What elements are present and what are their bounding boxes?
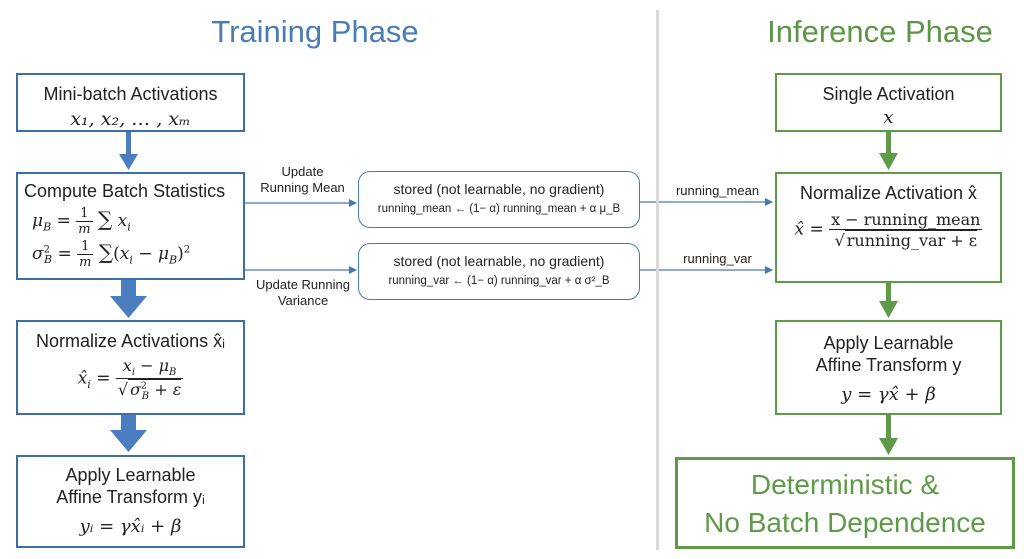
running-var-update-formula: running_var ← (1− α) running_var + α σ²_… <box>388 275 610 287</box>
inference-affine-heading-line1: Apply Learnable <box>823 333 954 353</box>
inference-affine-formula: y = γx̂ + β <box>841 384 936 405</box>
inference-normalize-denominator: running_var + ε <box>844 230 978 250</box>
running-mean-storage-title: stored (not learnable, no gradient) <box>393 181 605 197</box>
result-line1: Deterministic & <box>750 469 940 500</box>
minibatch-heading: Mini-batch Activations <box>43 84 218 104</box>
update-var-label-line1: Update Running <box>256 277 350 292</box>
minibatch-formula: x₁, x₂, … , xₘ <box>70 108 191 130</box>
arrow-normalize-to-affine <box>110 415 147 452</box>
running-mean-update-formula: running_mean ← (1− α) running_mean + α μ… <box>377 203 621 215</box>
result-box: Deterministic & No Batch Dependence <box>675 457 1015 549</box>
normalize-heading: Normalize Activations x̂ᵢ <box>36 331 225 351</box>
update-mean-label-line1: Update <box>281 164 324 179</box>
result-line2: No Batch Dependence <box>704 507 986 538</box>
training-phase-title: Training Phase <box>211 14 419 49</box>
arrow-normalize-to-affine-inference <box>879 283 898 318</box>
update-var-label-line2: Variance <box>277 293 329 308</box>
inference-normalize-heading: Normalize Activation x̂ <box>799 183 978 203</box>
arrow-stats-to-normalize <box>110 280 147 318</box>
arrow-minibatch-to-stats <box>119 132 138 170</box>
update-mean-label-line2: Running Mean <box>260 180 345 195</box>
inference-normalize-box: Normalize Activation x̂ x̂ = x − running… <box>775 172 1002 283</box>
single-activation-formula: x <box>883 107 894 128</box>
running-mean-label: running_mean <box>675 183 760 198</box>
arrow-single-to-normalize <box>879 132 898 170</box>
update-mean-label: Update Running Mean <box>250 164 355 196</box>
affine-box: Apply Learnable Affine Transform yᵢ yᵢ =… <box>16 455 245 548</box>
phase-divider <box>656 10 659 550</box>
normalize-box: Normalize Activations x̂ᵢ x̂i = xi − μB … <box>16 320 245 415</box>
affine-heading-line2: Affine Transform yᵢ <box>56 487 205 507</box>
inference-affine-box: Apply Learnable Affine Transform y y = γ… <box>775 320 1002 415</box>
single-activation-box: Single Activation x <box>775 73 1002 132</box>
inference-normalize-formula: x̂ = x − running_mean √running_var + ε <box>794 210 983 250</box>
affine-formula: yᵢ = γx̂ᵢ + β <box>79 516 182 537</box>
running-var-label: running_var <box>683 251 752 266</box>
update-var-label: Update Running Variance <box>248 277 358 309</box>
running-var-storage: stored (not learnable, no gradient) runn… <box>358 243 640 300</box>
inference-affine-heading-line2: Affine Transform y <box>815 355 962 375</box>
single-activation-heading: Single Activation <box>822 84 955 104</box>
batch-stats-heading: Compute Batch Statistics <box>24 181 226 201</box>
arrow-affine-to-result <box>879 415 898 455</box>
inference-normalize-numerator: x − running_mean <box>829 210 983 230</box>
minibatch-box: Mini-batch Activations x₁, x₂, … , xₘ <box>16 73 245 132</box>
running-var-storage-title: stored (not learnable, no gradient) <box>393 253 605 269</box>
inference-phase-title: Inference Phase <box>767 14 993 49</box>
normalize-formula: x̂i = xi − μB √σ2B + ε <box>77 356 184 403</box>
running-mean-storage: stored (not learnable, no gradient) runn… <box>358 171 640 228</box>
affine-heading-line1: Apply Learnable <box>65 465 196 485</box>
